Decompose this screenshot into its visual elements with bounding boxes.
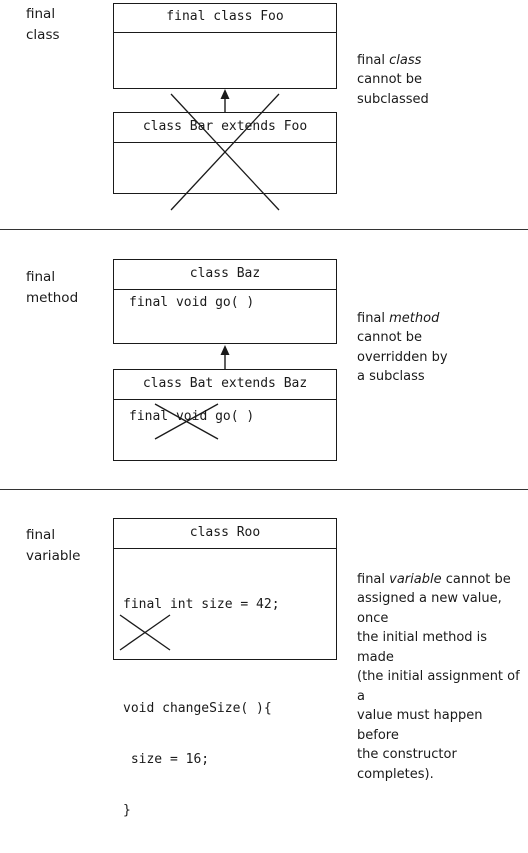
desc-part-italic: method (389, 310, 440, 326)
desc-part: cannot be overridden by a subclass (357, 330, 448, 384)
class-bar-box: class Bar extends Foo (113, 112, 337, 194)
code-line: void changeSize( ){ (123, 701, 272, 716)
label-line-2: variable (26, 548, 81, 564)
section-variable-description: final variable cannot be assigned a new … (357, 550, 528, 784)
class-baz-header: class Baz (114, 260, 336, 290)
label-line-1: final (26, 6, 56, 22)
baz-method: final void go( ) (129, 295, 255, 310)
class-bat-box: class Bat extends Baz final void go( ) (113, 369, 337, 461)
bat-method: final void go( ) (129, 409, 255, 424)
roo-code-block: final int size = 42; void changeSize( ){… (123, 562, 280, 853)
desc-part-italic: variable (389, 571, 442, 587)
inheritance-arrowhead (220, 89, 230, 99)
section-divider (0, 229, 528, 230)
label-line-1: final (26, 527, 56, 543)
class-roo-header: class Roo (114, 519, 336, 549)
inheritance-arrowhead (220, 345, 230, 355)
label-line-1: final (26, 269, 56, 285)
class-foo-box: final class Foo (113, 3, 337, 89)
section-class-label: final class (26, 4, 60, 46)
label-line-2: class (26, 27, 60, 43)
class-bat-header: class Bat extends Baz (114, 370, 336, 400)
label-line-2: method (26, 290, 79, 306)
desc-part: cannot be assigned a new value, once the… (357, 571, 520, 782)
class-baz-box: class Baz final void go( ) (113, 259, 337, 344)
desc-part: final (357, 52, 390, 68)
code-line: } (123, 803, 131, 818)
section-class-description: final class cannot be subclassed (357, 31, 429, 109)
code-line (123, 647, 280, 666)
section-variable-label: final variable (26, 525, 80, 567)
desc-part: final (357, 310, 390, 326)
desc-part: cannot be subclassed (357, 72, 429, 107)
code-line: size = 16; (123, 752, 210, 767)
section-method-description: final method cannot be overridden by a s… (357, 289, 448, 387)
code-line: final int size = 42; (123, 597, 280, 612)
desc-part: final (357, 571, 390, 587)
desc-part-italic: class (389, 52, 422, 68)
section-method-label: final method (26, 267, 78, 309)
class-roo-box: class Roo final int size = 42; void chan… (113, 518, 337, 818)
class-foo-header: final class Foo (114, 4, 336, 33)
section-divider (0, 489, 528, 490)
class-bar-header: class Bar extends Foo (114, 113, 336, 143)
